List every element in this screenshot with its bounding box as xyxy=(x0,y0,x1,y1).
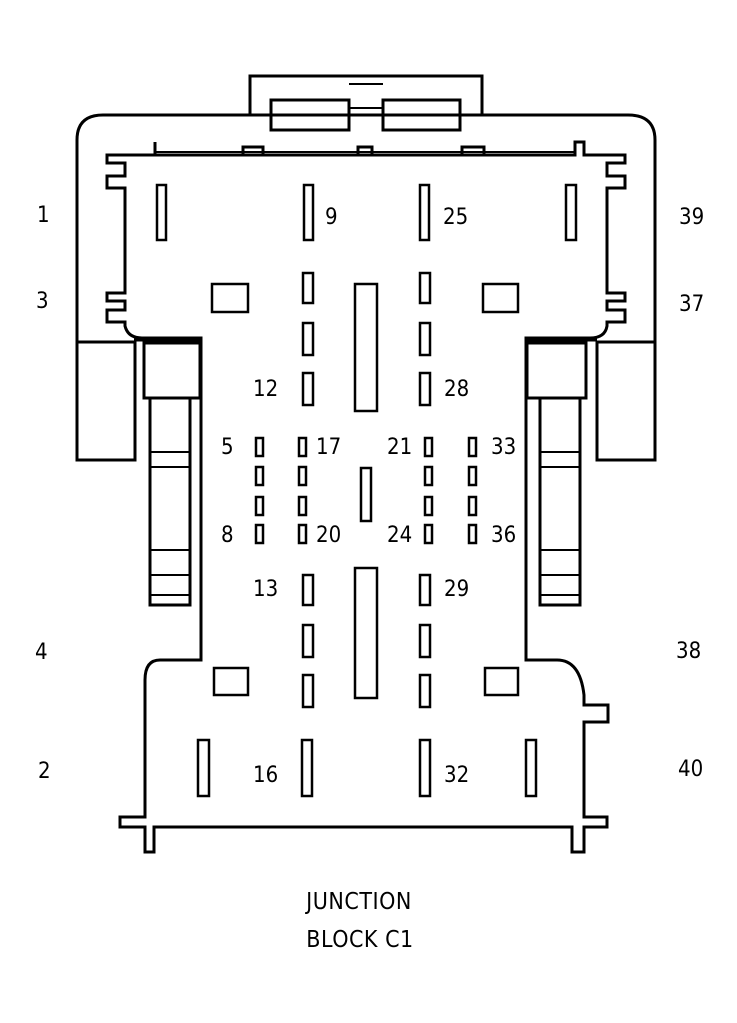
pin-label-21: 21 xyxy=(387,435,412,460)
pin-label-16: 16 xyxy=(253,763,278,788)
pin-label-8: 8 xyxy=(221,523,234,548)
pin-label-13: 13 xyxy=(253,577,278,602)
pin-label-37: 37 xyxy=(679,292,704,317)
pin-label-2: 2 xyxy=(38,759,51,784)
pin-label-24: 24 xyxy=(387,523,412,548)
pin-label-1: 1 xyxy=(37,203,50,228)
pin-label-36: 36 xyxy=(491,523,516,548)
pin-label-38: 38 xyxy=(676,639,701,664)
pin-label-17: 17 xyxy=(316,435,341,460)
top-latch xyxy=(248,74,484,132)
pin-cavities xyxy=(155,183,578,798)
pin-label-39: 39 xyxy=(679,205,704,230)
pin-label-40: 40 xyxy=(678,757,703,782)
pin-label-12: 12 xyxy=(253,377,278,402)
pin-label-20: 20 xyxy=(316,523,341,548)
connector-housing xyxy=(75,113,657,854)
pin-label-32: 32 xyxy=(444,763,469,788)
pin-labels: 1 3 4 2 9 25 39 37 12 28 5 17 21 33 8 20… xyxy=(35,203,704,788)
pin-label-33: 33 xyxy=(491,435,516,460)
pin-label-3: 3 xyxy=(36,289,49,314)
diagram-caption-line-1: JUNCTION xyxy=(304,889,412,915)
pin-label-29: 29 xyxy=(444,577,469,602)
left-side-rail xyxy=(134,338,202,607)
pin-label-28: 28 xyxy=(444,377,469,402)
pin-label-25: 25 xyxy=(443,205,468,230)
right-side-rail xyxy=(525,338,597,607)
pin-label-9: 9 xyxy=(325,205,338,230)
pin-label-5: 5 xyxy=(221,435,234,460)
pin-label-4: 4 xyxy=(35,640,48,665)
diagram-caption-line-2: BLOCK C1 xyxy=(306,927,413,953)
